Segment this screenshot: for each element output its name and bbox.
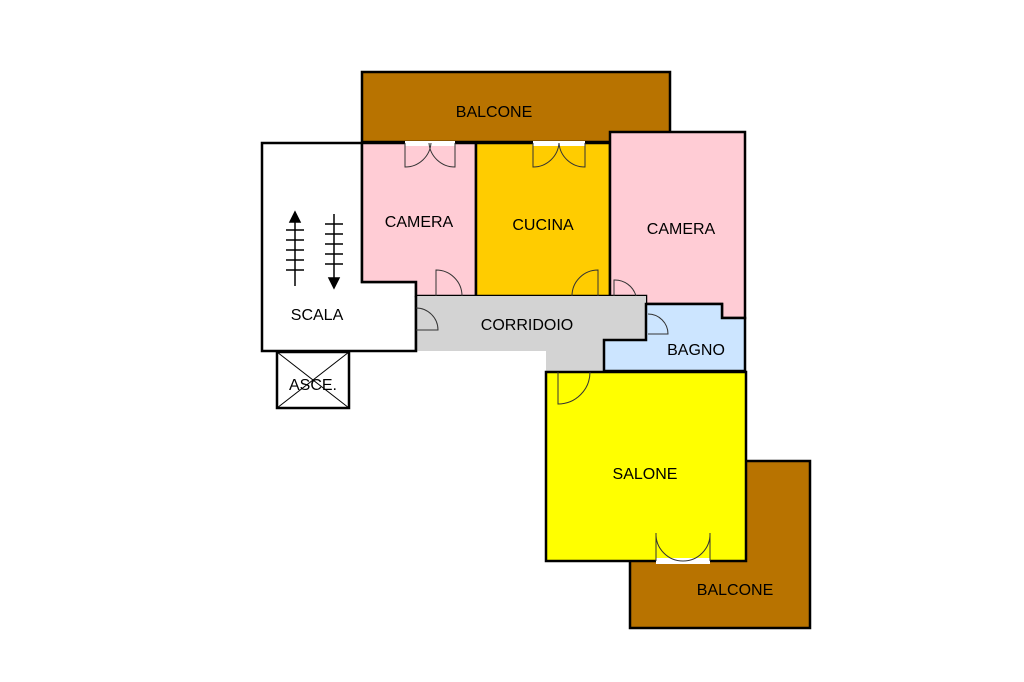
- door-camera-right-corridoio: [613, 279, 637, 297]
- camera-left-label: CAMERA: [385, 214, 454, 231]
- door-bagno-corridoio: [647, 313, 669, 335]
- stair-up-arrow: [286, 210, 304, 286]
- corridoio-room: [416, 296, 646, 371]
- door-cucina-balcone: [532, 141, 586, 168]
- stair-down-arrow: [325, 214, 343, 290]
- scala-label: SCALA: [291, 307, 344, 324]
- salone-label: SALONE: [613, 466, 678, 483]
- balcone-top-label: BALCONE: [456, 104, 532, 121]
- door-camera-left-corridoio: [435, 269, 463, 297]
- door-cucina-corridoio: [571, 269, 599, 297]
- door-scala-corridoio: [415, 307, 439, 331]
- ascensore-label: ASCE.: [289, 377, 337, 394]
- door-camera-left-balcone: [404, 141, 456, 168]
- bagno-label: BAGNO: [667, 342, 725, 359]
- balcone-bottom-label: BALCONE: [697, 582, 773, 599]
- door-salone-balcone: [655, 532, 711, 564]
- corridoio-label: CORRIDOIO: [481, 317, 573, 334]
- balcone-top-room: [360, 70, 672, 144]
- salone-room: [544, 370, 748, 563]
- cucina-label: CUCINA: [512, 217, 574, 234]
- ascensore-box: [275, 350, 351, 410]
- camera-right-label: CAMERA: [647, 221, 716, 238]
- door-salone-corridoio: [557, 371, 591, 405]
